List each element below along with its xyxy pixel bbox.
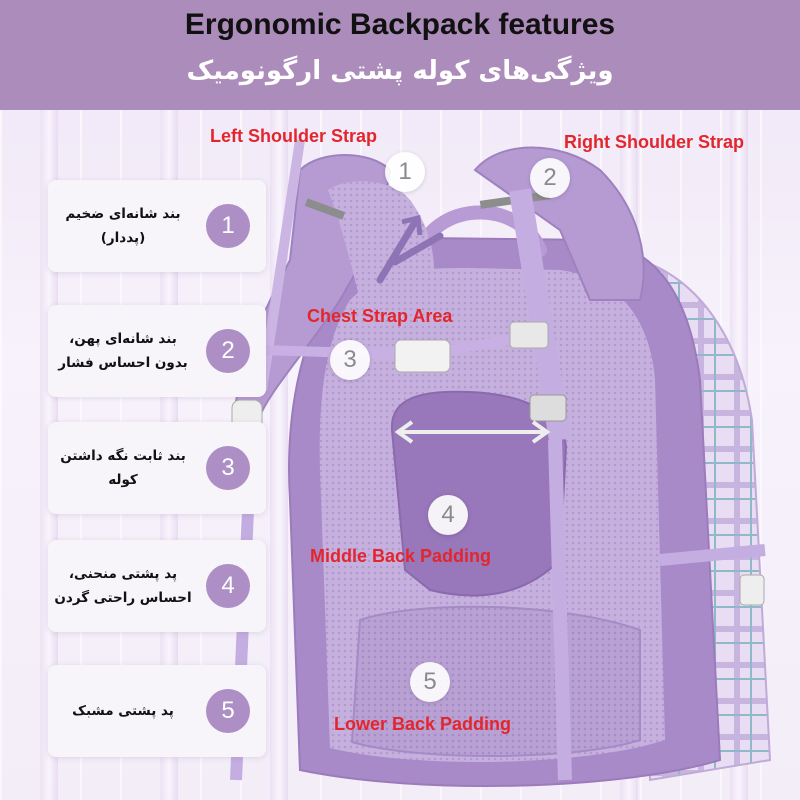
feature-card-1: بند شانه‌ای ضخیم (پددار) 1 xyxy=(48,180,266,272)
label-right-shoulder-strap: Right Shoulder Strap xyxy=(564,132,744,152)
title-english: Ergonomic Backpack features xyxy=(184,8,616,41)
right-shoulder-strap-shape xyxy=(473,146,645,301)
feature-card-2: بند شانه‌ای پهن، بدون احساس فشار 2 xyxy=(48,305,266,397)
side-strap xyxy=(659,544,766,566)
feature-number-badge: 1 xyxy=(206,204,250,248)
feature-card-5: پد پشتی مشبک 5 xyxy=(48,665,266,757)
chest-slider xyxy=(509,321,549,349)
side-buckle xyxy=(739,574,765,606)
label-left-shoulder-strap: Left Shoulder Strap xyxy=(210,126,378,146)
chest-buckle xyxy=(394,339,451,373)
callout-badge-5: 5 xyxy=(410,662,450,702)
callout-badge-1: 1 xyxy=(385,152,425,192)
left-reflective-stripe xyxy=(304,198,346,220)
left-strap-mesh xyxy=(328,181,434,320)
feature-card-4: پد پشتی منحنی، احساس راحتی گردن 4 xyxy=(48,540,266,632)
callout-badge-4: 4 xyxy=(428,495,468,535)
callout-badge-3: 3 xyxy=(330,340,370,380)
width-arrow-heads xyxy=(394,420,551,444)
feature-card-3: بند ثابت نگه داشتن کوله 3 xyxy=(48,422,266,514)
arrow-icon xyxy=(376,218,419,284)
title-persian: ویژگی‌های کوله پشتی ارگونومیک xyxy=(186,56,614,86)
feature-number-badge: 4 xyxy=(206,564,250,608)
callout-badge-2: 2 xyxy=(530,158,570,198)
label-middle-back-padding: Middle Back Padding xyxy=(310,546,492,566)
feature-text: بند شانه‌ای پهن، بدون احساس فشار xyxy=(58,331,188,371)
right-strap-slider xyxy=(529,394,567,422)
label-lower-back-padding: Lower Back Padding xyxy=(334,714,512,734)
right-strap-tail xyxy=(548,439,572,781)
feature-number-badge: 3 xyxy=(206,446,250,490)
feature-number-badge: 2 xyxy=(206,329,250,373)
feature-number-badge: 5 xyxy=(206,689,250,733)
label-chest-strap-area: Chest Strap Area xyxy=(307,306,453,326)
arrow-icon xyxy=(401,214,423,236)
header-banner: Ergonomic Backpack features ویژگی‌های کو… xyxy=(0,0,800,110)
arrow-icon xyxy=(391,232,444,266)
feature-text: بند شانه‌ای ضخیم (پددار) xyxy=(65,206,181,246)
feature-text: پد پشتی مشبک xyxy=(72,703,174,719)
feature-text: بند ثابت نگه داشتن کوله xyxy=(60,448,186,488)
feature-text: پد پشتی منحنی، احساس راحتی گردن xyxy=(54,566,192,606)
